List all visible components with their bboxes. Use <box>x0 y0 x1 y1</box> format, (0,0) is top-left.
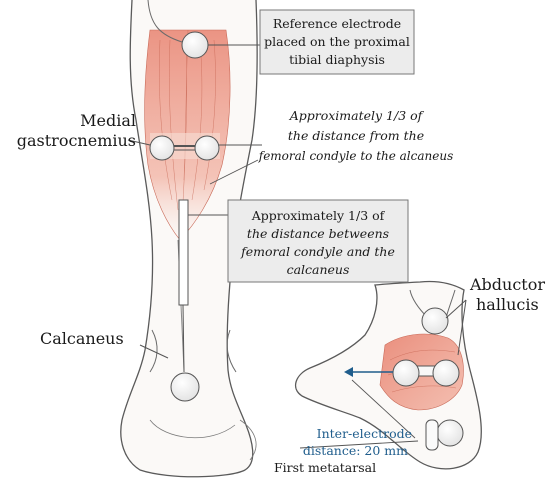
leg-drawing <box>120 0 262 478</box>
abductor-pointer-1 <box>445 299 467 319</box>
gastrocnemius-electrode-1 <box>149 135 175 161</box>
medial-gastrocnemius-line-1: Medial <box>80 111 136 130</box>
first-metatarsal-pointer <box>299 440 419 449</box>
first-metatarsal-label: First metatarsal <box>274 460 376 475</box>
foot-connector <box>425 419 439 451</box>
calcaneus-pointer <box>139 344 169 359</box>
heel-contour <box>149 419 236 439</box>
approx-box-line-2: the distance betweens <box>247 226 389 241</box>
foot-electrode-bottom <box>436 419 464 447</box>
approx-box-line-4: calcaneus <box>287 262 350 277</box>
reference-box <box>259 9 415 75</box>
calcaneus-electrode <box>170 372 200 402</box>
approx-femoral-line-2: the distance from the <box>288 128 424 143</box>
ankle-contour <box>149 329 237 373</box>
approx-femoral-line-1: Approximately 1/3 of <box>289 108 425 123</box>
inter-electrode-line-2: distance: 20 mm <box>303 443 408 458</box>
foot-drawing <box>294 280 482 470</box>
abductor-hallucis-line-2: hallucis <box>476 295 539 314</box>
abductor-electrode-2 <box>432 359 460 387</box>
approx-femoral-line-3: femoral condyle to the alcaneus <box>258 149 454 163</box>
cable-sheath <box>178 199 189 306</box>
reference-line-2: placed on the proximal <box>264 34 410 49</box>
approx-femoral-pointer-2 <box>209 159 259 185</box>
reference-electrode <box>181 31 209 59</box>
abductor-hallucis-line-1: Abductor <box>469 275 545 294</box>
approx-box <box>227 199 409 283</box>
abductor-pointer-2 <box>457 299 467 356</box>
cable-lower <box>182 304 185 373</box>
medial-gastrocnemius-line-2: gastrocnemius <box>17 131 136 150</box>
inter-electrode-line-1: Inter-electrode <box>317 426 412 441</box>
reference-line-1: Reference electrode <box>273 16 401 31</box>
abductor-electrode-1 <box>392 359 420 387</box>
inter-electrode-arrowhead <box>344 367 353 377</box>
medial-gastrocnemius-pointer <box>127 139 151 146</box>
foot-electrode-top <box>421 307 449 335</box>
calcaneus-label: Calcaneus <box>40 329 124 348</box>
inter-electrode-pointer <box>351 379 416 439</box>
reference-cable <box>147 0 183 43</box>
gastrocnemius-electrode-2 <box>194 135 220 161</box>
approx-box-line-3: femoral condyle and the <box>240 244 395 259</box>
reference-line-3: tibial diaphysis <box>289 52 385 67</box>
approx-box-line-1: Approximately 1/3 of <box>251 208 386 223</box>
muscle-fibers <box>159 29 216 221</box>
forefoot-contour <box>239 419 257 461</box>
